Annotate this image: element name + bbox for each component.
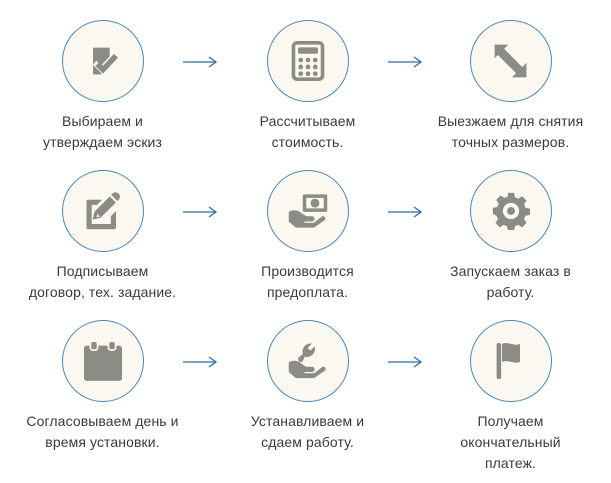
caption-line: сдаем работу. [261,434,354,450]
process-step-3: Выезжаем для снятия точных размеров. [410,0,611,152]
step-8-icon-circle [266,320,349,402]
step-5-caption: Производится предоплата. [205,261,410,303]
caption-line: договор, тех. задание. [28,284,177,300]
step-7-icon-circle [61,320,144,402]
diagonal-resize-arrow-icon [491,41,531,81]
flag-icon [493,341,529,381]
process-step-2: Рассчитываем стоимость. [205,0,423,153]
step-8-caption: Устанавливаем и сдаем работу. [205,411,410,453]
step-6-caption: Запускаем заказ в работу. [410,261,611,303]
edit-pencil-icon [83,191,123,231]
process-step-5: Производится предоплата. [205,152,423,303]
process-step-6: Запускаем заказ в работу. [410,152,611,302]
gear-icon [492,192,530,230]
caption-line: Производится [261,263,354,279]
step-4-caption: Подписываем договор, тех. задание. [0,261,205,303]
caption-line: точных размеров. [451,134,570,150]
step-3-caption: Выезжаем для снятия точных размеров. [410,111,611,153]
caption-line: работу. [486,284,535,300]
calendar-icon [83,341,122,381]
caption-line: Запускаем заказ в [450,263,571,279]
caption-line: Рассчитываем [259,113,356,129]
step-1-caption: Выбираем и утверждаем эскиз [0,111,205,153]
caption-line: Выезжаем для снятия [437,113,584,129]
step-2-icon-circle [266,20,349,102]
caption-line: Выбираем и [62,113,143,129]
step-2-caption: Рассчитываем стоимость. [205,111,410,153]
caption-line: Согласовываем день и [26,413,179,429]
process-step-7: Согласовываем день и время установки. [0,302,218,483]
caption-line: утверждаем эскиз [43,134,162,150]
step-7-caption: Согласовываем день и время установки. [0,411,205,453]
step-4-icon-circle [61,170,144,252]
step-9-icon-circle [469,320,552,402]
step-1-icon-circle [61,20,144,102]
step-3-icon-circle [469,20,552,102]
caption-line: платеж. [484,455,537,471]
caption-line: предоплата. [266,284,349,300]
caption-line: Получаем [477,413,544,429]
caption-line: Устанавливаем и [250,413,365,429]
step-5-icon-circle [266,170,349,252]
caption-line: Подписываем [56,263,149,279]
process-step-9: Получаем окончательный платеж. [410,302,611,483]
process-step-4: Подписываем договор, тех. задание. [0,152,218,303]
step-9-caption: Получаем окончательный платеж. [410,411,611,474]
document-check-icon [83,41,123,81]
caption-line: время установки. [45,434,160,450]
hand-money-icon [287,192,329,230]
process-step-8: Устанавливаем и сдаем работу. [205,302,423,483]
hand-wrench-icon [287,342,329,380]
caption-line: окончательный [460,434,561,450]
process-step-1: Выбираем и утверждаем эскиз [0,0,218,153]
calculator-icon [290,41,326,81]
step-6-icon-circle [469,170,552,252]
caption-line: стоимость. [271,134,344,150]
